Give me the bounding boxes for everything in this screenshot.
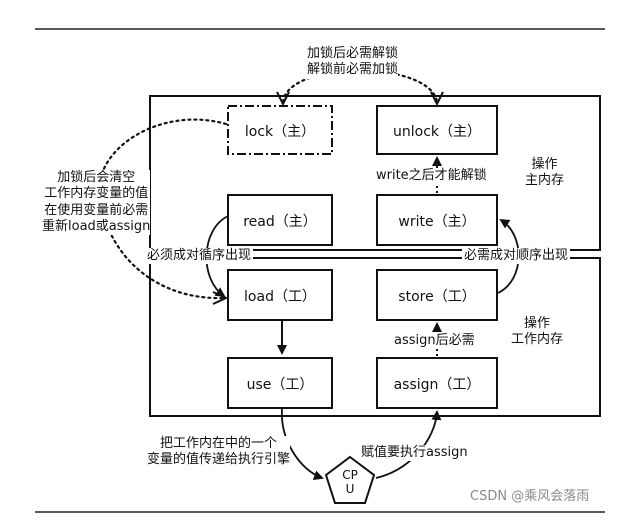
store-up-arrowhead: [432, 322, 442, 332]
pair-right-annotation: 必需成对顺序出现: [462, 248, 571, 265]
use-cpu-annotation: 把工作内在中的一个 变量的值传递给执行引擎: [147, 436, 291, 469]
use-cpu-curve: [281, 408, 324, 480]
write-box: [376, 194, 498, 246]
left-annotation-line4: 重新load或assign: [42, 218, 151, 234]
use-cpu-line2: 变量的值传递给执行引擎: [147, 452, 291, 468]
left-annotation-line3: 在使用变量前必需: [44, 202, 149, 218]
assign-box: [376, 357, 498, 409]
work-memory-annotation: 操作 工作内存: [511, 316, 563, 349]
read-box: [227, 194, 333, 246]
cpu-label-line2: U: [345, 481, 355, 496]
work-memory-line2: 工作内存: [511, 332, 564, 348]
use-cpu-line1: 把工作内在中的一个: [160, 436, 278, 451]
unlock-up-arrowhead: [432, 156, 442, 166]
unlock-label: unlock（主）: [392, 124, 482, 140]
lock-load-arc: [97, 118, 228, 300]
assign-store-annotation: assign后必需: [394, 333, 475, 350]
store-box: [376, 269, 498, 321]
load-box: [227, 269, 333, 321]
lock-label: lock（主）: [244, 124, 316, 140]
load-label: load（工）: [244, 289, 316, 305]
top-annotation-line2: 解锁前必需加锁: [307, 62, 399, 78]
pair-left-annotation: 必须成对循序出现: [145, 248, 254, 265]
lock-arrowhead: [276, 91, 290, 107]
unlock-box: [376, 105, 498, 155]
assign-label: assign（工）: [393, 377, 481, 393]
write-label: write（主）: [398, 214, 476, 230]
write-unlock-annotation: write之后才能解锁: [376, 168, 487, 185]
cpu-assign-annotation: 赋值要执行assign: [361, 445, 468, 462]
top-annotation: 加锁后必需解锁 解锁前必需加锁: [307, 46, 399, 79]
left-annotation-line1: 加锁后会清空: [57, 170, 136, 185]
use-box: [227, 357, 333, 409]
unlock-arrowhead: [430, 91, 444, 107]
main-memory-frame: [149, 95, 601, 251]
read-label: read（主）: [243, 214, 317, 230]
main-memory-line2: 主内存: [525, 173, 565, 189]
main-memory-line1: 操作: [531, 157, 558, 172]
lock-box: [227, 105, 333, 155]
use-label: use（工）: [246, 377, 314, 393]
left-annotation-line2: 工作内存变量的值: [44, 186, 149, 202]
store-label: store（工）: [398, 289, 476, 305]
work-memory-frame: [149, 257, 601, 417]
top-annotation-line1: 加锁后必需解锁: [307, 46, 399, 61]
left-annotation: 加锁后会清空 工作内存变量的值 在使用变量前必需 重新load或assign: [42, 170, 151, 235]
work-memory-line1: 操作: [524, 316, 551, 331]
cpu-label: CP U: [342, 468, 358, 497]
cpu-label-line1: CP: [342, 468, 358, 482]
watermark: CSDN @乘风会落雨: [470, 489, 590, 504]
main-memory-annotation: 操作 主内存: [525, 157, 564, 190]
cpu-pentagon: [324, 455, 376, 504]
